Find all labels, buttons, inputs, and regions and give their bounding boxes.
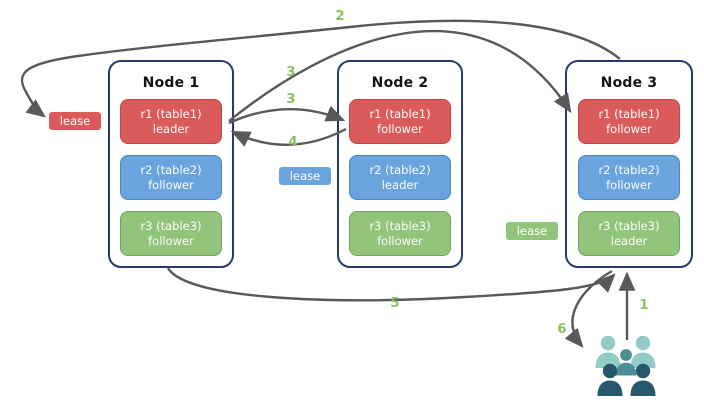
replica-r1-node3: r1 (table1) follower (578, 99, 680, 144)
node-2: Node 2 r1 (table1) follower r2 (table2) … (337, 60, 463, 268)
user-group-icon (595, 335, 656, 396)
replica-role: follower (148, 233, 194, 248)
replica-r3-node1: r3 (table3) follower (120, 211, 222, 256)
replica-name: r3 (table3) (140, 218, 202, 233)
lease-badge-table2: lease (278, 166, 332, 186)
node-title: Node 1 (142, 75, 200, 91)
replica-r3-node3: r3 (table3) leader (578, 211, 680, 256)
replica-name: r1 (table1) (140, 106, 202, 121)
node-1: Node 1 r1 (table1) leader r2 (table2) fo… (108, 60, 234, 268)
replica-r3-node2: r3 (table3) follower (349, 211, 451, 256)
replica-role: leader (152, 121, 190, 136)
node-title: Node 2 (371, 75, 429, 91)
arrow-step-3-to-node2 (228, 105, 346, 125)
step-label-1: 1 (639, 297, 649, 313)
lease-badge-table3: lease (505, 221, 559, 241)
replica-r2-node2: r2 (table2) leader (349, 155, 451, 200)
replica-role: leader (381, 177, 419, 192)
replica-name: r2 (table2) (369, 162, 431, 177)
replica-r1-node1: r1 (table1) leader (120, 99, 222, 144)
replica-role: follower (606, 177, 652, 192)
lease-badge-table1: lease (48, 111, 102, 131)
node-title: Node 3 (600, 75, 658, 91)
step-label-3a: 3 (286, 64, 296, 80)
replica-name: r2 (table2) (598, 162, 660, 177)
replica-name: r3 (table3) (369, 218, 431, 233)
step-label-6: 6 (557, 321, 567, 337)
replica-r1-node2: r1 (table1) follower (349, 99, 451, 144)
replica-role: follower (148, 177, 194, 192)
step-label-2: 2 (335, 8, 345, 24)
step-label-4: 4 (288, 134, 298, 150)
replica-role: follower (377, 121, 423, 136)
step-label-3b: 3 (286, 91, 296, 107)
node-3: Node 3 r1 (table1) follower r2 (table2) … (565, 60, 693, 268)
replica-name: r1 (table1) (369, 106, 431, 121)
replica-name: r2 (table2) (140, 162, 202, 177)
replica-name: r1 (table1) (598, 106, 660, 121)
replica-r2-node3: r2 (table2) follower (578, 155, 680, 200)
step-label-5: 5 (390, 295, 400, 311)
replica-name: r3 (table3) (598, 218, 660, 233)
replica-role: follower (606, 121, 652, 136)
replica-role: follower (377, 233, 423, 248)
replica-r2-node1: r2 (table2) follower (120, 155, 222, 200)
replica-role: leader (610, 233, 648, 248)
